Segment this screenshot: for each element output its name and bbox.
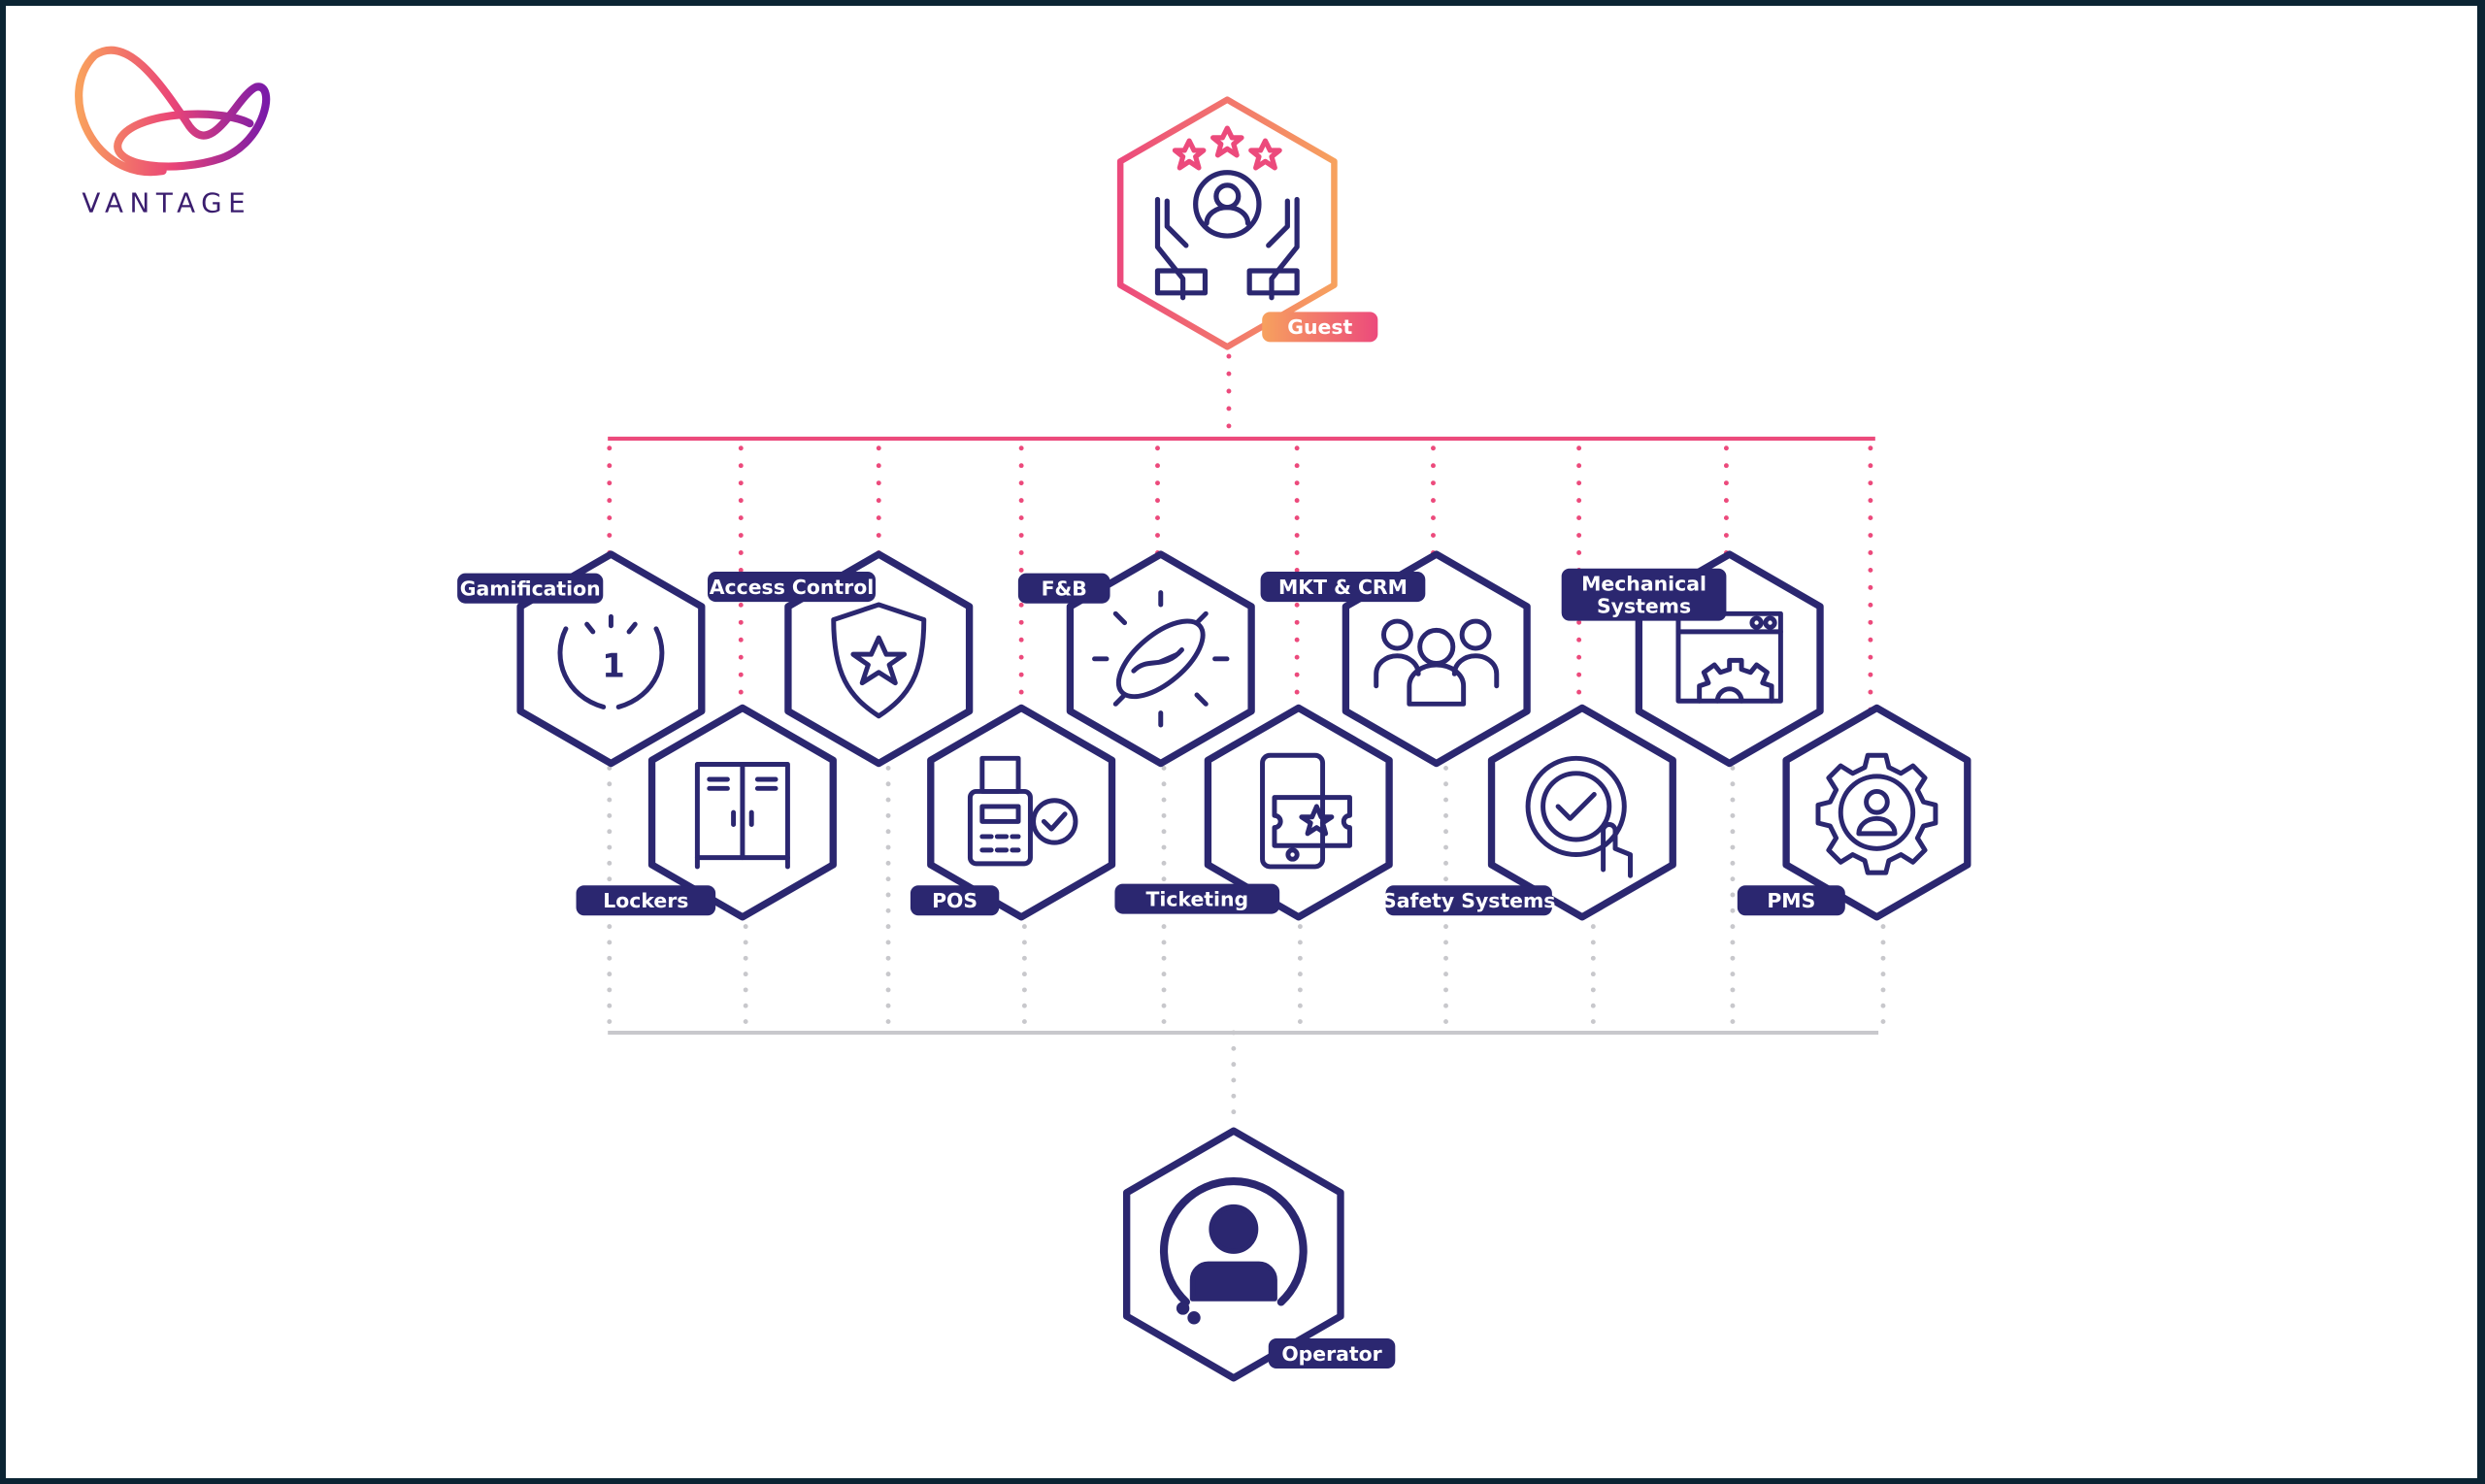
guest-node[interactable]: Guest — [1116, 96, 1378, 350]
node-label: Ticketing — [1114, 883, 1280, 914]
label-tag — [1262, 312, 1378, 343]
hexagon-frame — [516, 550, 706, 768]
label-tag — [910, 885, 1000, 916]
group-users-icon — [1374, 618, 1500, 707]
label-tag — [707, 572, 876, 603]
system-node-safety-systems[interactable]: Safety Systems — [1382, 704, 1676, 921]
node-label: POS — [910, 885, 1000, 916]
hexagon-frame — [1204, 704, 1393, 921]
system-node-ticketing[interactable]: Ticketing — [1114, 704, 1393, 921]
system-node-pos[interactable]: POS — [910, 704, 1116, 921]
gear-user-icon — [1815, 752, 1938, 875]
label-text: F&B — [1042, 577, 1087, 601]
system-node-access-control[interactable]: Access Control — [707, 550, 974, 768]
logo-text: VANTAGE — [82, 187, 251, 219]
hexagon-frame — [1066, 550, 1255, 768]
hexagon-frame — [784, 550, 974, 768]
system-node-gamification[interactable]: 1 Gamification — [457, 550, 706, 768]
shield-star-icon — [831, 602, 927, 719]
node-label: Guest — [1262, 312, 1378, 343]
label-text: Lockers — [603, 889, 688, 912]
phone-ticket-icon — [1260, 752, 1352, 870]
node-label: MKT & CRM — [1260, 572, 1426, 603]
label-tag — [1260, 572, 1426, 603]
pos-terminal-icon — [967, 755, 1078, 867]
hexagon-frame — [1487, 704, 1676, 921]
label-text: Mechanical Systems — [1581, 571, 1706, 617]
system-node-mechanical-systems[interactable]: Mechanical Systems — [1561, 550, 1824, 768]
label-text: Ticketing — [1145, 887, 1248, 910]
label-text: Access Control — [710, 576, 874, 599]
node-label: Safety Systems — [1382, 885, 1555, 916]
node-label: Operator — [1268, 1337, 1396, 1369]
label-tag — [1114, 883, 1280, 914]
window-gear-icon — [1675, 610, 1783, 704]
hexagon-frame — [1123, 1127, 1344, 1382]
label-text: Operator — [1281, 1342, 1381, 1366]
system-node-pms[interactable]: PMS — [1737, 704, 1971, 921]
label-text: MKT & CRM — [1278, 576, 1408, 599]
hexagon-frame — [1116, 96, 1338, 350]
system-node-f-b[interactable]: F&B — [1017, 550, 1255, 768]
laurel-rank-icon: 1 — [557, 613, 665, 709]
node-label: PMS — [1737, 885, 1845, 916]
svg-text:1: 1 — [602, 646, 625, 685]
vantage-logo: VANTAGE — [75, 46, 271, 219]
label-tag — [1385, 885, 1552, 916]
node-label: Lockers — [576, 885, 716, 916]
label-tag — [1268, 1337, 1396, 1369]
operator-node[interactable]: Operator — [1123, 1127, 1396, 1382]
label-text: Guest — [1287, 315, 1352, 339]
check-touch-icon — [1525, 755, 1633, 878]
node-label: F&B — [1017, 573, 1110, 604]
label-tag — [457, 573, 604, 604]
node-label: Gamification — [457, 573, 604, 604]
locker-icon — [694, 762, 790, 870]
hotdog-icon — [1092, 590, 1230, 728]
node-label: Mechanical Systems — [1561, 568, 1727, 621]
label-text: POS — [932, 889, 977, 912]
label-text-box: Mechanical Systems — [1581, 571, 1706, 617]
system-node-lockers[interactable]: Lockers — [576, 704, 837, 921]
label-text: Gamification — [460, 577, 601, 601]
label-tag — [1561, 568, 1727, 621]
label-text: PMS — [1767, 889, 1815, 912]
label-tag — [1017, 573, 1110, 604]
hexagon-frame — [1342, 550, 1531, 768]
label-tag — [1737, 885, 1845, 916]
node-label: Access Control — [707, 572, 876, 603]
label-tag — [576, 885, 716, 916]
user-circle-icon — [1160, 1177, 1308, 1325]
label-text: Safety Systems — [1382, 889, 1555, 912]
hands-user-stars-icon — [1154, 125, 1300, 301]
system-node-mkt-crm[interactable]: MKT & CRM — [1260, 550, 1531, 768]
